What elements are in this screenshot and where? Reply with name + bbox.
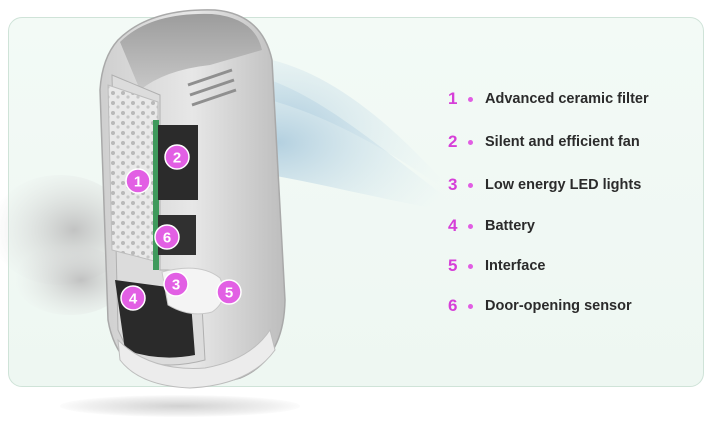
bullet-dot-icon — [468, 96, 473, 102]
clean-air-stream — [230, 70, 470, 215]
legend-item: 5 Interface — [448, 255, 545, 277]
badge-1: 1 — [125, 168, 151, 194]
bullet-dot-icon — [468, 263, 473, 269]
legend-item: 2 Silent and efficient fan — [448, 131, 640, 153]
legend-label: Advanced ceramic filter — [485, 91, 649, 107]
device-top-cap — [120, 13, 262, 90]
svg-text:2: 2 — [173, 150, 181, 167]
svg-text:3: 3 — [172, 277, 180, 294]
badge-2: 2 — [164, 144, 190, 170]
device-shadow — [60, 395, 300, 417]
legend-number: 2 — [448, 132, 458, 151]
legend-item: 1 Advanced ceramic filter — [448, 88, 649, 110]
svg-text:6: 6 — [163, 230, 171, 247]
legend-item: 3 Low energy LED lights — [448, 174, 641, 196]
vent-grill — [187, 68, 237, 107]
bullet-dot-icon — [468, 223, 473, 229]
badge-5: 5 — [216, 279, 242, 305]
legend-label: Low energy LED lights — [485, 177, 642, 193]
svg-text:5: 5 — [225, 285, 233, 302]
svg-text:4: 4 — [129, 291, 138, 308]
bullet-dot-icon — [468, 182, 473, 188]
legend-label: Door-opening sensor — [485, 298, 632, 314]
legend-item: 6 Door-opening sensor — [448, 295, 632, 317]
legend-number: 4 — [448, 216, 458, 235]
legend-number: 5 — [448, 256, 458, 275]
device-base — [117, 328, 276, 389]
legend-label: Interface — [485, 258, 546, 274]
badge-4: 4 — [120, 285, 146, 311]
badge-3: 3 — [163, 271, 189, 297]
bullet-dot-icon — [468, 303, 473, 309]
badge-6: 6 — [154, 224, 180, 250]
legend-number: 6 — [448, 296, 458, 315]
bullet-dot-icon — [468, 139, 473, 145]
smoke-cloud-lower — [15, 245, 125, 315]
legend-number: 3 — [448, 175, 458, 194]
legend-item: 4 Battery — [448, 215, 535, 237]
circuit-board — [153, 120, 159, 270]
legend-number: 1 — [448, 89, 458, 108]
legend-label: Silent and efficient fan — [485, 134, 640, 150]
svg-text:1: 1 — [134, 174, 142, 191]
legend-label: Battery — [485, 218, 535, 234]
clean-air-stream-upper — [240, 55, 460, 200]
